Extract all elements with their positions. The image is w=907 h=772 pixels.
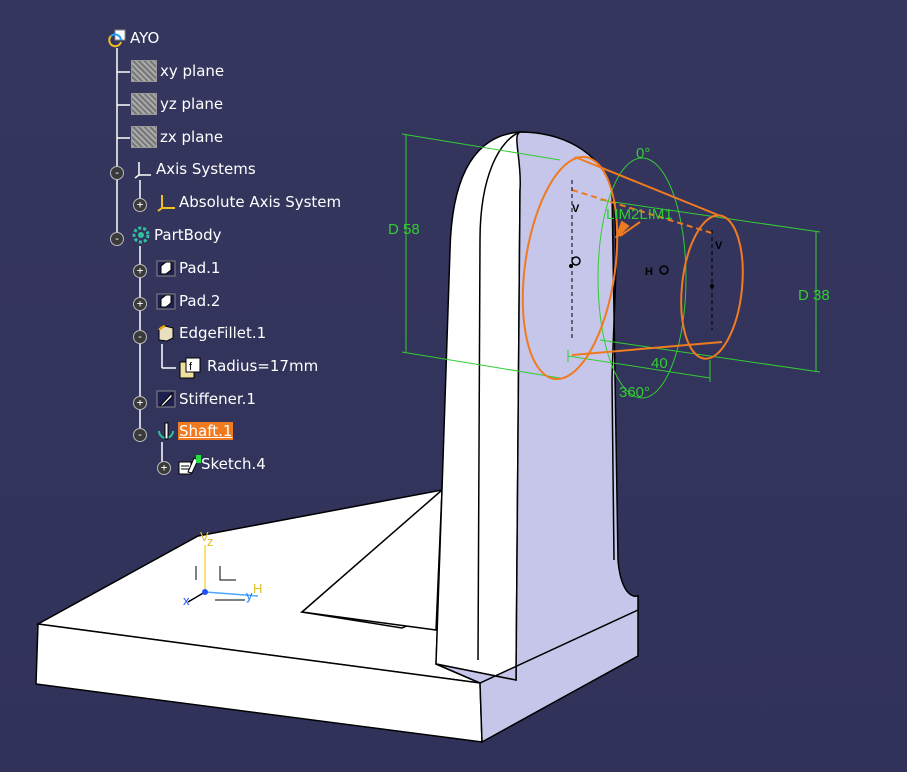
- tree-item-radius-parameter[interactable]: f Radius=17mm: [178, 355, 319, 379]
- axis-system-icon: [156, 192, 176, 212]
- svg-text:f: f: [189, 361, 193, 373]
- pad-icon: [156, 258, 176, 278]
- compass-y-label: y: [246, 588, 253, 603]
- tree-label-axis-systems: Axis Systems: [156, 160, 256, 178]
- angle-0-label[interactable]: 0°: [636, 145, 650, 162]
- diameter-58-label[interactable]: D 58: [388, 221, 420, 238]
- diameter-38-label[interactable]: D 38: [798, 287, 830, 304]
- sketch-point-1[interactable]: [571, 256, 581, 266]
- tree-item-root[interactable]: AYO: [107, 27, 160, 49]
- collapse-edgefillet-button[interactable]: -: [133, 330, 147, 344]
- sketch-profile[interactable]: [510, 151, 750, 385]
- tree-label-xy-plane: xy plane: [160, 62, 225, 80]
- axis-systems-icon: [133, 159, 153, 179]
- tree-item-xy-plane[interactable]: xy plane: [131, 60, 225, 82]
- tree-label-sketch4: Sketch.4: [201, 455, 266, 473]
- expand-pad1-button[interactable]: +: [133, 264, 147, 278]
- tree-item-partbody[interactable]: PartBody: [131, 224, 222, 246]
- tree-label-zx-plane: zx plane: [160, 128, 224, 146]
- shaft-icon: [156, 421, 176, 441]
- tree-item-absolute-axis-system[interactable]: Absolute Axis System: [156, 191, 342, 213]
- expand-absolute-axis-button[interactable]: +: [133, 198, 147, 212]
- angle-360-label[interactable]: 360°: [619, 384, 650, 401]
- horizontal-constraint-label: H: [645, 266, 653, 278]
- collapse-axis-systems-button[interactable]: -: [110, 166, 124, 180]
- part-root-icon: [107, 28, 127, 48]
- tree-label-pad1: Pad.1: [179, 259, 221, 277]
- vertical-constraint-label-2: V: [715, 240, 723, 252]
- limit-label[interactable]: LIM2LIM1: [606, 206, 673, 223]
- plane-icon: [131, 93, 157, 115]
- edge-fillet-icon: [156, 323, 176, 343]
- tree-item-pad1[interactable]: Pad.1: [156, 257, 221, 279]
- tree-item-axis-systems[interactable]: Axis Systems: [133, 158, 257, 180]
- vertical-constraint-label-1: V: [572, 203, 580, 215]
- tree-label-partbody: PartBody: [154, 226, 222, 244]
- tree-label-stiffener1: Stiffener.1: [179, 390, 256, 408]
- tree-label-absolute-axis-system: Absolute Axis System: [179, 193, 342, 211]
- expand-sketch4-button[interactable]: +: [157, 461, 171, 475]
- tree-label-radius: Radius=17mm: [207, 357, 319, 375]
- tree-item-shaft1[interactable]: Shaft.1: [156, 420, 234, 442]
- tree-label-pad2: Pad.2: [179, 292, 221, 310]
- expand-pad2-button[interactable]: +: [133, 297, 147, 311]
- collapse-shaft-button[interactable]: -: [133, 428, 147, 442]
- compass-z-label: z: [207, 534, 214, 549]
- plane-icon: [131, 60, 157, 82]
- compass-x-label: x: [183, 593, 190, 608]
- tree-item-sketch4[interactable]: Sketch.4: [178, 453, 267, 475]
- tree-item-pad2[interactable]: Pad.2: [156, 290, 221, 312]
- tree-item-yz-plane[interactable]: yz plane: [131, 93, 224, 115]
- tree-item-zx-plane[interactable]: zx plane: [131, 126, 224, 148]
- tree-root-label: AYO: [130, 29, 160, 47]
- tree-label-edgefillet1: EdgeFillet.1: [179, 324, 267, 342]
- pad-icon: [156, 291, 176, 311]
- tree-item-stiffener1[interactable]: Stiffener.1: [156, 388, 257, 410]
- sketch-compass-icon[interactable]: V z y H x: [183, 529, 262, 608]
- compass-h-label: H: [253, 581, 262, 596]
- stiffener-icon: [156, 389, 176, 409]
- sketch-point-2[interactable]: [659, 265, 669, 275]
- length-40-label[interactable]: 40: [651, 355, 668, 372]
- dimension-lines: [401, 133, 821, 399]
- sketch-icon: [178, 454, 201, 475]
- expand-stiffener-button[interactable]: +: [133, 396, 147, 410]
- partbody-icon: [131, 225, 151, 245]
- tree-label-shaft1: Shaft.1: [178, 422, 234, 440]
- collapse-partbody-button[interactable]: -: [110, 232, 124, 246]
- tree-item-edgefillet1[interactable]: EdgeFillet.1: [156, 322, 267, 344]
- compass-v-label: V: [200, 529, 209, 544]
- parameter-icon: f: [178, 356, 201, 379]
- plane-icon: [131, 126, 157, 148]
- upright-side-face[interactable]: [435, 131, 639, 684]
- tree-label-yz-plane: yz plane: [160, 95, 224, 113]
